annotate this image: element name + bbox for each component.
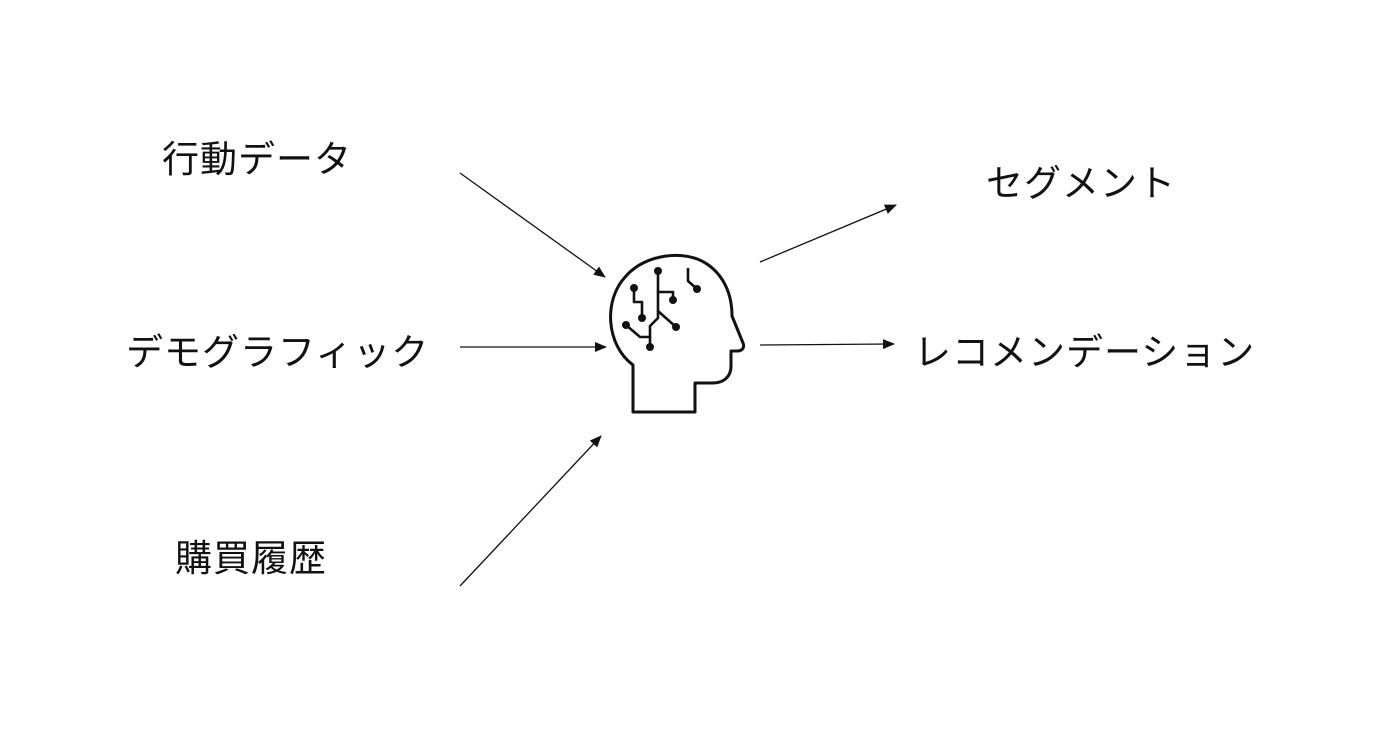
- input-label-behavior-data: 行動データ: [162, 138, 352, 181]
- arrow-brain-to-segment: [759, 204, 897, 263]
- output-label-recommendation: レコメンデーション: [914, 331, 1256, 374]
- input-label-purchase-history: 購買履歴: [175, 537, 327, 580]
- arrow-brain-to-recommendation: [759, 339, 895, 350]
- arrow-purchase-to-brain: [459, 435, 602, 587]
- input-label-demographic: デモグラフィック: [126, 331, 430, 374]
- head-outline: [609, 253, 746, 414]
- arrow-behavior-to-brain: [459, 172, 606, 278]
- output-label-segment: セグメント: [986, 162, 1176, 205]
- ai-brain-circuit-icon: [609, 253, 746, 414]
